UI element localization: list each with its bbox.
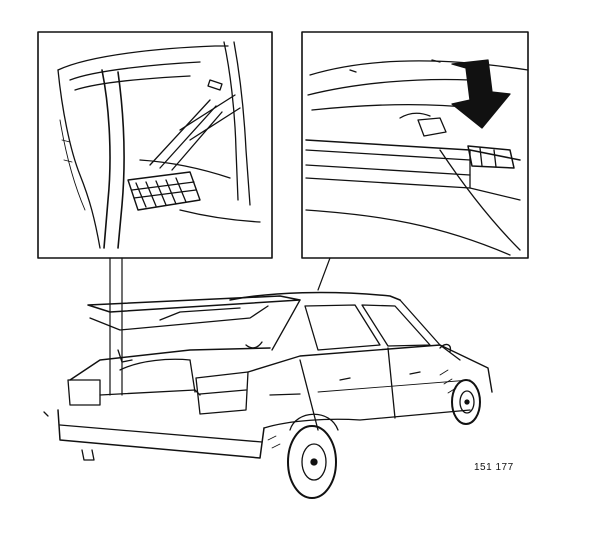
arrow-icon xyxy=(451,59,511,129)
right-tail-light xyxy=(195,371,249,415)
roof xyxy=(229,291,401,301)
rear-bumper xyxy=(57,409,265,459)
trunk-lid xyxy=(87,295,301,313)
trunk-side xyxy=(57,69,101,249)
rear-window xyxy=(304,304,381,351)
rear-deck xyxy=(69,347,271,381)
hinge-detail xyxy=(245,341,263,349)
seal-block xyxy=(467,145,515,169)
mirror xyxy=(439,343,452,353)
car-drawing xyxy=(43,291,493,499)
hinge-arm xyxy=(101,69,111,249)
right-panel-frame xyxy=(301,31,529,259)
callout-leaders xyxy=(109,257,331,396)
front-wheel xyxy=(451,379,481,425)
left-tail-light xyxy=(67,379,101,406)
rear-wheel xyxy=(287,413,339,499)
trunk-edge xyxy=(57,45,229,71)
reference-number: 151 177 xyxy=(474,462,514,473)
front-window xyxy=(361,304,431,347)
left-panel-frame xyxy=(37,31,273,259)
right-detail-panel xyxy=(301,31,529,259)
seal-line-upper xyxy=(309,60,529,76)
right-callout-line xyxy=(317,257,331,291)
small-clip xyxy=(207,79,223,91)
vent-grille xyxy=(127,171,201,211)
seal-clip xyxy=(417,117,447,137)
left-detail-panel xyxy=(37,31,273,259)
body-side xyxy=(247,344,493,393)
exhaust xyxy=(81,449,95,461)
spring-strut xyxy=(149,99,223,171)
